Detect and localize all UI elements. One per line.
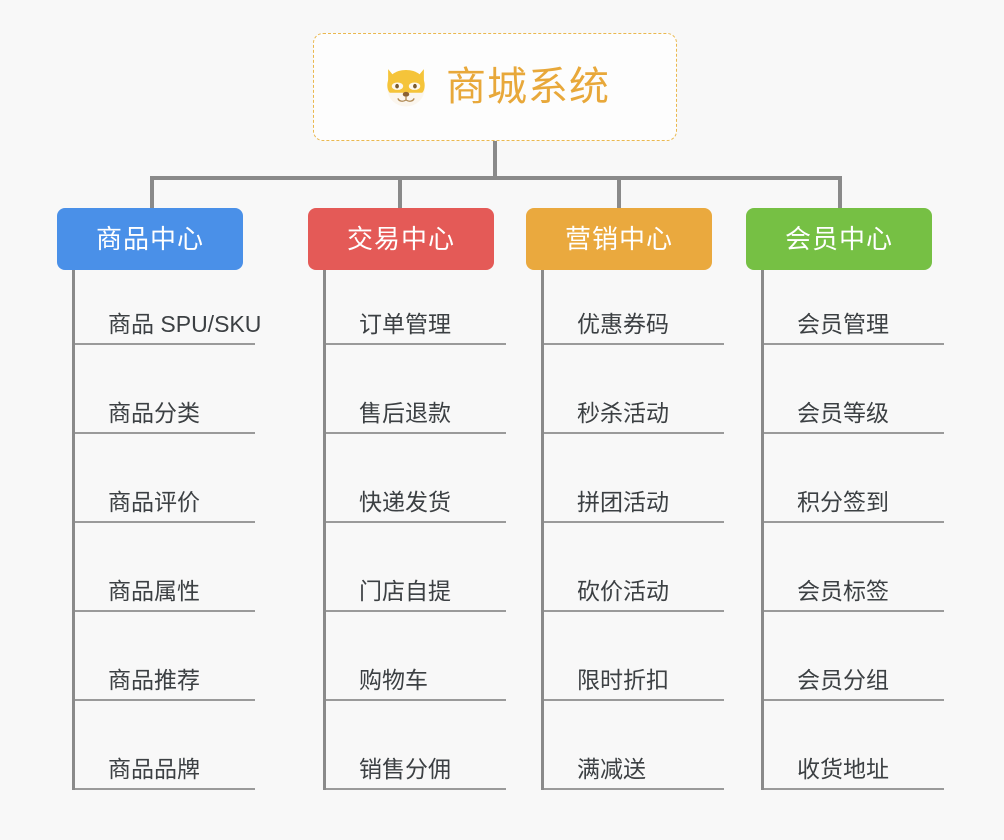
item-label: 限时折扣 bbox=[577, 666, 669, 693]
category-label-2: 交易中心 bbox=[346, 224, 455, 254]
item-label: 会员等级 bbox=[797, 399, 889, 426]
connector-drop-3 bbox=[617, 176, 621, 208]
item-label: 满减送 bbox=[577, 755, 646, 782]
item-list-3: 优惠券码 秒杀活动 拼团活动 砍价活动 限时折扣 满减送 bbox=[541, 270, 746, 790]
list-item[interactable]: 会员管理 bbox=[764, 270, 944, 345]
list-item[interactable]: 订单管理 bbox=[326, 270, 506, 345]
shiba-dog-face-icon bbox=[387, 69, 425, 107]
list-item[interactable]: 商品品牌 bbox=[75, 701, 255, 790]
list-item[interactable]: 销售分佣 bbox=[326, 701, 506, 790]
category-header-3[interactable]: 营销中心 bbox=[526, 208, 712, 270]
item-label: 优惠券码 bbox=[577, 310, 669, 337]
category-label-3: 营销中心 bbox=[564, 224, 673, 254]
connector-root-stub bbox=[493, 141, 497, 178]
category-header-4[interactable]: 会员中心 bbox=[746, 208, 932, 270]
item-label: 商品品牌 bbox=[108, 755, 200, 782]
category-label-4: 会员中心 bbox=[784, 224, 893, 254]
item-label: 会员标签 bbox=[797, 577, 889, 604]
list-item[interactable]: 限时折扣 bbox=[544, 612, 724, 701]
list-item[interactable]: 购物车 bbox=[326, 612, 506, 701]
list-item[interactable]: 会员等级 bbox=[764, 345, 944, 434]
item-label: 门店自提 bbox=[359, 577, 451, 604]
list-item[interactable]: 积分签到 bbox=[764, 434, 944, 523]
list-item[interactable]: 商品推荐 bbox=[75, 612, 255, 701]
list-item[interactable]: 拼团活动 bbox=[544, 434, 724, 523]
item-label: 会员管理 bbox=[797, 310, 889, 337]
item-label: 拼团活动 bbox=[577, 488, 669, 515]
item-label: 快递发货 bbox=[359, 488, 451, 515]
item-label: 购物车 bbox=[359, 666, 428, 693]
item-label: 商品 SPU/SKU bbox=[108, 310, 262, 337]
category-header-1[interactable]: 商品中心 bbox=[57, 208, 243, 270]
list-item[interactable]: 商品评价 bbox=[75, 434, 255, 523]
item-label: 商品评价 bbox=[108, 488, 200, 515]
item-label: 会员分组 bbox=[797, 666, 889, 693]
list-item[interactable]: 收货地址 bbox=[764, 701, 944, 790]
item-list-1: 商品 SPU/SKU 商品分类 商品评价 商品属性 商品推荐 商品品牌 bbox=[72, 270, 277, 790]
category-column-2: 交易中心 订单管理 售后退款 快递发货 门店自提 购物车 销售分佣 bbox=[308, 208, 528, 790]
root-node[interactable]: 商城系统 bbox=[313, 33, 677, 141]
connector-horizontal-bar bbox=[150, 176, 842, 180]
item-label: 订单管理 bbox=[359, 310, 451, 337]
list-item[interactable]: 快递发货 bbox=[326, 434, 506, 523]
item-label: 售后退款 bbox=[359, 399, 451, 426]
category-column-3: 营销中心 优惠券码 秒杀活动 拼团活动 砍价活动 限时折扣 满减送 bbox=[526, 208, 746, 790]
item-label: 商品分类 bbox=[108, 399, 200, 426]
item-label: 积分签到 bbox=[797, 488, 889, 515]
category-header-2[interactable]: 交易中心 bbox=[308, 208, 494, 270]
root-title: 商城系统 bbox=[446, 65, 610, 109]
list-item[interactable]: 会员标签 bbox=[764, 523, 944, 612]
list-item[interactable]: 秒杀活动 bbox=[544, 345, 724, 434]
list-item[interactable]: 商品分类 bbox=[75, 345, 255, 434]
list-item[interactable]: 满减送 bbox=[544, 701, 724, 790]
category-column-4: 会员中心 会员管理 会员等级 积分签到 会员标签 会员分组 收货地址 bbox=[746, 208, 966, 790]
connector-drop-4 bbox=[838, 176, 842, 208]
item-label: 秒杀活动 bbox=[577, 399, 669, 426]
list-item[interactable]: 售后退款 bbox=[326, 345, 506, 434]
item-list-2: 订单管理 售后退款 快递发货 门店自提 购物车 销售分佣 bbox=[323, 270, 528, 790]
item-label: 商品属性 bbox=[108, 577, 200, 604]
list-item[interactable]: 优惠券码 bbox=[544, 270, 724, 345]
list-item[interactable]: 会员分组 bbox=[764, 612, 944, 701]
list-item[interactable]: 商品属性 bbox=[75, 523, 255, 612]
connector-drop-1 bbox=[150, 176, 154, 208]
item-label: 收货地址 bbox=[797, 755, 889, 782]
connector-drop-2 bbox=[398, 176, 402, 208]
item-list-4: 会员管理 会员等级 积分签到 会员标签 会员分组 收货地址 bbox=[761, 270, 966, 790]
item-label: 销售分佣 bbox=[359, 755, 451, 782]
item-label: 砍价活动 bbox=[577, 577, 669, 604]
list-item[interactable]: 门店自提 bbox=[326, 523, 506, 612]
list-item[interactable]: 商品 SPU/SKU bbox=[75, 270, 261, 345]
item-label: 商品推荐 bbox=[108, 666, 200, 693]
category-column-1: 商品中心 商品 SPU/SKU 商品分类 商品评价 商品属性 商品推荐 商品品牌 bbox=[57, 208, 277, 790]
category-label-1: 商品中心 bbox=[95, 224, 204, 254]
list-item[interactable]: 砍价活动 bbox=[544, 523, 724, 612]
